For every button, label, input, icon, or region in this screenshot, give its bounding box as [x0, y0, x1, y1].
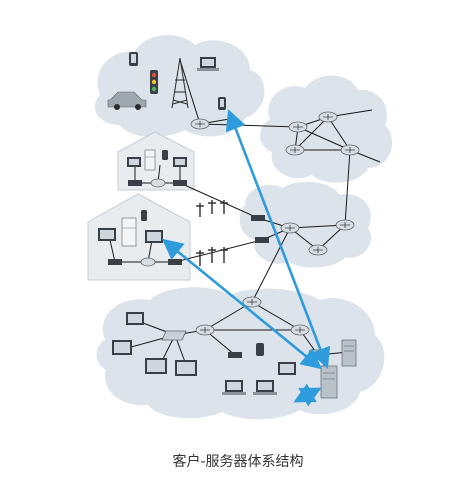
router-icon	[318, 111, 338, 123]
home1-devices	[127, 149, 187, 171]
mobile-network-cloud	[94, 35, 265, 137]
router-icon	[290, 324, 310, 336]
router-icon	[288, 121, 308, 133]
desktop-computer-icon	[173, 157, 187, 167]
smartphone-icon	[129, 52, 138, 66]
car-icon	[107, 91, 147, 110]
switch-icon	[251, 215, 265, 221]
router-icon	[308, 244, 328, 256]
fridge-icon	[121, 217, 137, 247]
desktop-computer-icon	[126, 312, 144, 325]
figure-caption: 客户-服务器体系结构	[172, 454, 304, 470]
router-icon	[150, 178, 166, 188]
client-server-arrows	[161, 109, 331, 407]
router-icon	[285, 144, 305, 156]
cell-tower-icon	[171, 57, 189, 109]
smartphone-icon	[256, 343, 264, 356]
transmission-tower-icon	[196, 247, 228, 266]
laptop-icon	[222, 380, 246, 395]
switch-icon	[161, 330, 187, 341]
desktop-computer-icon	[127, 157, 141, 167]
laptop-icon	[197, 57, 219, 71]
blue-double-arrow	[293, 383, 322, 407]
laptop-icon	[253, 380, 277, 395]
desktop-computer-icon	[112, 340, 132, 355]
desktop-computer-icon	[175, 360, 197, 376]
desktop-computer-icon	[98, 228, 116, 241]
switch-icon	[108, 259, 122, 265]
server-tower-icon	[341, 339, 357, 367]
router-icon	[335, 219, 355, 231]
router-icon	[140, 257, 156, 267]
home-network-1	[117, 131, 195, 191]
switch-icon	[168, 259, 182, 265]
smartphone-icon	[218, 97, 226, 110]
fridge-icon	[144, 149, 156, 171]
switch-icon	[306, 349, 329, 359]
home2-devices	[98, 210, 163, 247]
desktop-computer-icon	[145, 358, 167, 374]
smartphone-icon	[162, 150, 168, 160]
transmission-tower-icon	[196, 200, 228, 217]
traffic-light-icon	[150, 70, 158, 94]
router-icon	[340, 144, 360, 156]
switch-icon	[173, 180, 187, 186]
smartphone-icon	[141, 210, 147, 221]
switch-icon	[128, 180, 142, 186]
switch-icon	[228, 352, 242, 358]
desktop-computer-icon	[278, 362, 296, 375]
blue-double-arrow	[161, 238, 323, 370]
router-icon	[195, 324, 215, 336]
switch-icon	[255, 237, 269, 243]
server-tower-icon	[320, 365, 338, 399]
isp-cloud-top-right	[260, 75, 393, 183]
desktop-computer-icon	[145, 230, 163, 243]
router-icon	[190, 118, 210, 130]
router-icon	[280, 222, 300, 234]
